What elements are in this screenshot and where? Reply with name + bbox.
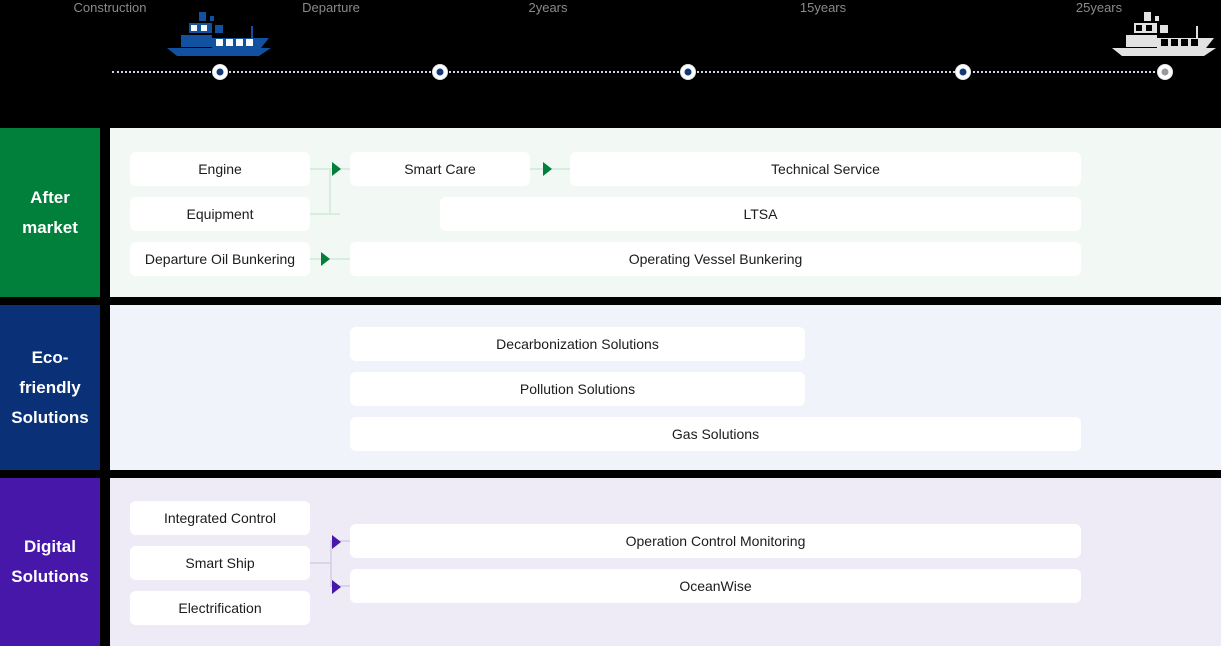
timeline-marker-core bbox=[216, 68, 224, 76]
connector-split-vertical bbox=[330, 540, 332, 585]
connector-to-oceanwise bbox=[330, 585, 355, 587]
arrow-to-operating-bunkering bbox=[321, 252, 330, 266]
timeline-marker-1[interactable] bbox=[433, 65, 447, 79]
timeline-label-1: Departure bbox=[302, 0, 360, 15]
timeline-label-0: Construction bbox=[73, 0, 147, 15]
aged-vessel-ship-icon bbox=[1112, 12, 1216, 56]
node-equipment[interactable]: Equipment bbox=[130, 197, 310, 231]
connector-merge-vertical bbox=[329, 168, 331, 215]
timeline-label-2: 2years bbox=[528, 0, 568, 15]
connector-engine-line bbox=[310, 168, 340, 170]
node-engine[interactable]: Engine bbox=[130, 152, 310, 186]
connector-equipment-line bbox=[310, 213, 340, 215]
connector-to-smartcare bbox=[329, 168, 359, 170]
timeline-label-4: 25years bbox=[1075, 0, 1123, 15]
node-operation-control-monitoring[interactable]: Operation Control Monitoring bbox=[350, 524, 1081, 558]
new-vessel-ship-icon bbox=[167, 12, 271, 56]
arrow-to-operation-control-monitoring bbox=[332, 535, 341, 549]
timeline-marker-core bbox=[1161, 68, 1169, 76]
section-label-digital[interactable]: Digital Solutions bbox=[0, 478, 100, 646]
connector-bunkering-line bbox=[310, 258, 355, 260]
node-departure-oil-bunkering[interactable]: Departure Oil Bunkering bbox=[130, 242, 310, 276]
vessel-lifecycle-timeline: Construction Departure 2years 15years 25year… bbox=[0, 0, 1221, 128]
timeline-marker-4[interactable] bbox=[1158, 65, 1172, 79]
node-decarbonization-solutions[interactable]: Decarbonization Solutions bbox=[350, 327, 805, 361]
connector-smartship-line bbox=[310, 562, 332, 564]
timeline-marker-3[interactable] bbox=[956, 65, 970, 79]
node-integrated-control[interactable]: Integrated Control bbox=[130, 501, 310, 535]
connector-to-operation-control bbox=[330, 540, 355, 542]
node-gas-solutions[interactable]: Gas Solutions bbox=[350, 417, 1081, 451]
connector-smartcare-out bbox=[530, 168, 575, 170]
timeline-marker-core bbox=[959, 68, 967, 76]
timeline-marker-0[interactable] bbox=[213, 65, 227, 79]
node-smart-ship[interactable]: Smart Ship bbox=[130, 546, 310, 580]
node-ltsa[interactable]: LTSA bbox=[440, 197, 1081, 231]
node-electrification[interactable]: Electrification bbox=[130, 591, 310, 625]
timeline-marker-core bbox=[684, 68, 692, 76]
node-smart-care[interactable]: Smart Care bbox=[350, 152, 530, 186]
node-oceanwise[interactable]: OceanWise bbox=[350, 569, 1081, 603]
section-label-eco-friendly[interactable]: Eco- friendly Solutions bbox=[0, 305, 100, 470]
arrow-to-smart-care bbox=[332, 162, 341, 176]
node-pollution-solutions[interactable]: Pollution Solutions bbox=[350, 372, 805, 406]
timeline-track bbox=[112, 71, 1155, 73]
timeline-label-3: 15years bbox=[799, 0, 847, 15]
timeline-marker-2[interactable] bbox=[681, 65, 695, 79]
node-technical-service[interactable]: Technical Service bbox=[570, 152, 1081, 186]
timeline-marker-core bbox=[436, 68, 444, 76]
arrow-to-oceanwise bbox=[332, 580, 341, 594]
node-operating-vessel-bunkering[interactable]: Operating Vessel Bunkering bbox=[350, 242, 1081, 276]
section-label-aftermarket[interactable]: After market bbox=[0, 128, 100, 297]
arrow-to-technical-service bbox=[543, 162, 552, 176]
